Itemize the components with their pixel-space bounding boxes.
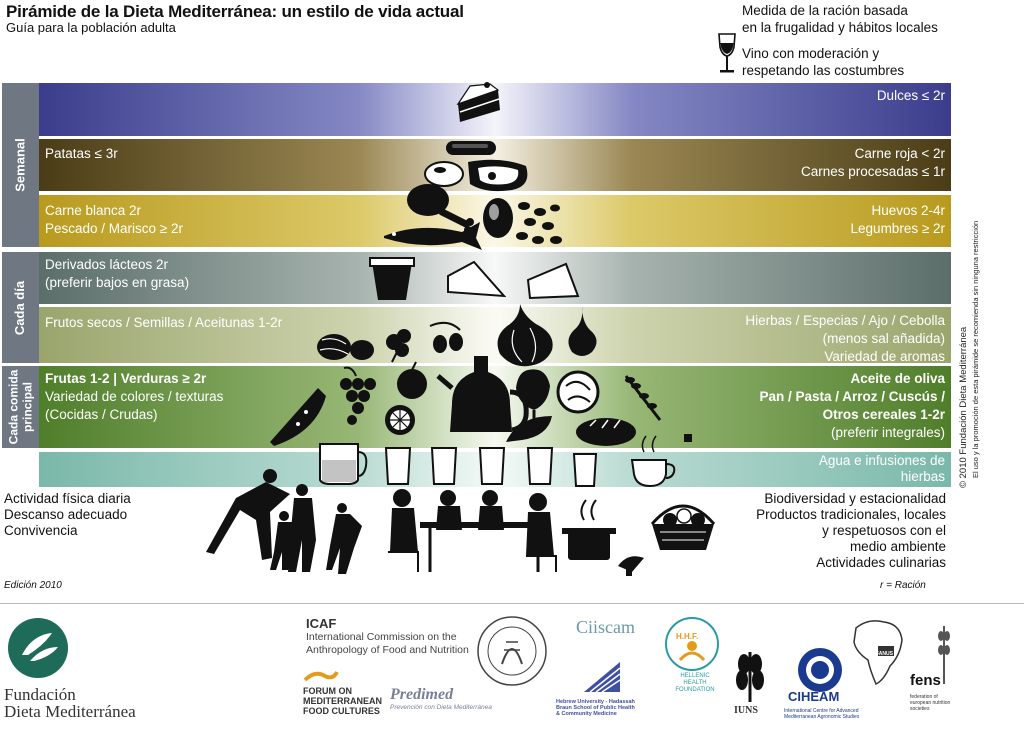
cooking-pot-icon	[562, 499, 616, 560]
page-title: Pirámide de la Dieta Mediterránea: un es…	[6, 2, 464, 21]
hierbas-label: Hierbas / Especias / Ajo / Cebolla (meno…	[745, 313, 945, 364]
artichoke-icon	[516, 369, 550, 420]
bread-icon	[576, 418, 636, 446]
family-table-icon	[388, 489, 557, 572]
olive-oil-jug-icon	[436, 356, 529, 433]
apple-icon	[397, 361, 427, 399]
chard-icon	[506, 416, 552, 442]
forum-logo-text: FORUM ON MEDITERRANEAN FOOD CULTURES	[303, 686, 383, 716]
potato-icon	[424, 161, 464, 187]
side-label-semanal: Semanal	[2, 83, 39, 247]
cabbage-icon	[556, 370, 600, 414]
ciheam-sub: International Centre for Advanced Medite…	[784, 708, 860, 720]
basket-icon	[650, 504, 716, 550]
fanus-text: FANUS	[876, 651, 893, 657]
ciiscam-logo: Ciiscam	[576, 617, 635, 637]
fens-wheat-icon	[938, 626, 950, 684]
water-jug-icon	[319, 443, 368, 485]
grapes-icon	[340, 366, 376, 425]
wheat-icon	[624, 375, 662, 421]
racion-legend: r = Ración	[880, 580, 926, 591]
fens-text: fens	[910, 672, 941, 689]
lacteos-label: Derivados lácteos 2r (preferir bajos en …	[45, 257, 190, 290]
fens-sub: federation of european nutrition societi…	[910, 694, 951, 712]
water-glass-icon	[384, 447, 598, 487]
hebrew-university-logo-icon	[584, 662, 621, 693]
legumes-icon	[516, 202, 562, 244]
hhf-logo-icon	[665, 617, 719, 671]
chicken-leg-icon	[407, 184, 474, 234]
agua-label: Agua e infusiones de hierbas	[818, 453, 945, 484]
footer-divider	[0, 603, 1024, 604]
wine-glass-icon	[718, 33, 736, 73]
page-subtitle: Guía para la población adulta	[6, 20, 176, 35]
hhf-title: H.H.F.	[676, 632, 699, 641]
patatas-label: Patatas ≤ 3r	[45, 146, 118, 161]
fundacion-logo-icon	[8, 618, 68, 678]
edition-text: Edición 2010	[4, 580, 62, 591]
fanus-africa-map-icon	[853, 620, 903, 686]
garlic-icon	[568, 306, 597, 356]
hebrew-university-text: Hebrew University - Hadassah Braun Schoo…	[556, 699, 635, 717]
hhf-sub: HELLENIC HEALTH FOUNDATION	[675, 673, 715, 693]
exercise-people-icon	[206, 469, 362, 574]
portion-note: Medida de la ración basada en la frugali…	[742, 3, 938, 35]
huevos-label: Huevos 2-4r Legumbres ≥ 2r	[850, 203, 945, 236]
pyramid-illustrations	[206, 82, 716, 576]
fundacion-name: Fundación Dieta Mediterránea	[4, 685, 136, 721]
iuns-logo-icon	[736, 652, 764, 702]
side-label-cada-dia: Cada día	[2, 252, 39, 363]
activity-text: Actividad física diaria Descanso adecuad…	[4, 491, 131, 538]
frutas-label: Frutas 1-2 | Verduras ≥ 2r Variedad de c…	[45, 371, 224, 422]
herbs-icon	[386, 329, 411, 363]
mushroom-icon	[618, 556, 644, 576]
predimed-logo: Predimed Prevención con Dieta Mediterrán…	[390, 686, 492, 711]
ciheam-logo-icon	[798, 648, 842, 692]
egg-icon	[483, 198, 513, 238]
cheese-icon	[447, 260, 580, 300]
aceite-label: Aceite de oliva Pan / Pasta / Arroz / Cu…	[759, 371, 945, 440]
frutos-secos-label: Frutos secos / Semillas / Aceitunas 1-2r	[45, 315, 283, 330]
wine-note: Vino con moderación y respetando las cos…	[742, 46, 905, 78]
tea-cup-icon	[630, 434, 692, 488]
ciheam-text: CIHEAM	[788, 689, 840, 704]
iuns-text: IUNS	[734, 705, 758, 716]
yogurt-icon	[369, 257, 415, 300]
sausage-icon	[446, 141, 496, 155]
fish-icon	[384, 222, 482, 250]
copyright-line-1: © 2010 Fundación Dieta Mediterránea	[958, 326, 969, 488]
olives-icon	[429, 321, 463, 353]
orange-slice-icon	[385, 405, 415, 435]
onion-icon	[497, 304, 553, 367]
cake-icon	[456, 82, 500, 122]
biodiversity-text: Biodiversidad y estacionalidad Productos…	[756, 491, 946, 570]
steak-icon	[468, 159, 528, 192]
copyright-line-2: El uso y la promoción de esta pirámide s…	[971, 220, 980, 478]
forum-logo-icon	[303, 671, 339, 682]
watermelon-icon	[270, 388, 326, 446]
band-frutos-secos: Frutos secos / Semillas / Aceitunas 1-2r…	[39, 307, 951, 364]
walnut-icon	[317, 334, 374, 360]
dulces-label: Dulces ≤ 2r	[876, 88, 945, 103]
carne-blanca-label: Carne blanca 2r Pescado / Marisco ≥ 2r	[45, 203, 183, 236]
icaf-logo: ICAF International Commission on the Ant…	[306, 616, 469, 656]
carnes-label: Carne roja < 2r Carnes procesadas ≤ 1r	[801, 146, 945, 179]
univpm-seal-icon	[477, 616, 547, 686]
